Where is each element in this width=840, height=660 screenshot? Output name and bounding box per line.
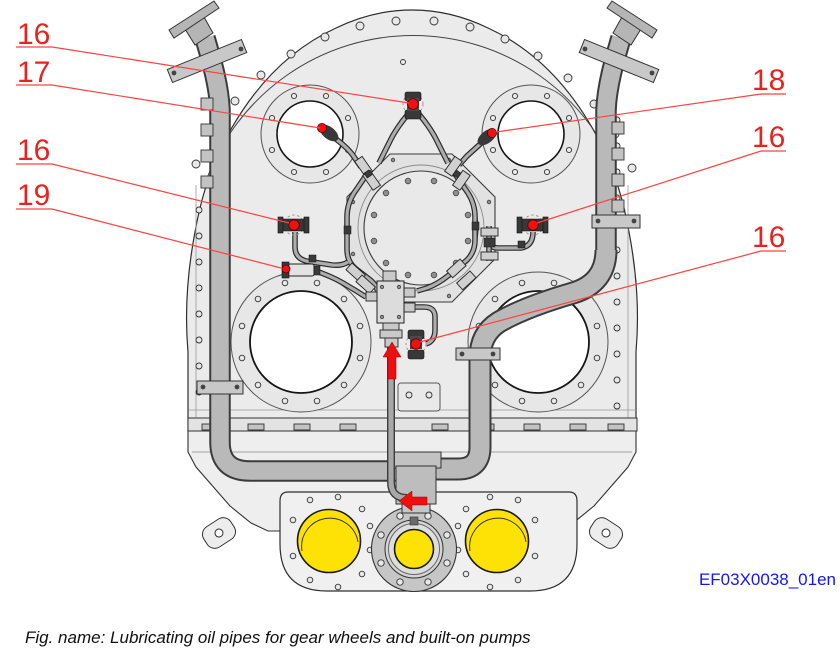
callout-leader-lines [16,46,786,343]
flow-arrow-left [398,490,428,512]
callout-label-19: 19 [17,179,51,212]
upper-opening-left [260,84,360,184]
nozzle-upper-left [316,123,339,142]
callout-label-16-mid-left: 16 [17,134,51,167]
callout-target-dot [410,338,422,350]
callout-label-16-top-left: 16 [17,18,51,51]
callout-label-16-mid-right: 16 [752,121,786,154]
pump-port-center-flange [370,505,458,593]
callout-label-17: 17 [17,56,51,89]
pump-port-left [296,508,362,574]
pump-port-right [464,508,530,574]
callout-target-dot [527,219,539,231]
upper-opening-right [481,84,581,184]
oil-nozzles [277,91,549,360]
nozzle-bottom-center [405,329,427,360]
flow-arrows [382,341,428,512]
pipe-clamp-left [196,380,244,395]
callout-target-dot [288,219,300,231]
nozzle-mid-right [516,214,549,236]
figure-code: EF03X0038_01en [698,570,836,589]
nozzle-upper-right [477,127,497,146]
flow-arrow-up [382,341,402,380]
nozzle-top-center [402,91,424,120]
figure-caption: Fig. name: Lubricating oil pipes for gea… [25,628,531,647]
lower-opening-left [230,271,372,413]
callout-label-16-bottom: 16 [752,221,786,254]
pump-mounting-plate [279,491,578,593]
callout-target-dot [407,98,419,110]
callout-label-18: 18 [752,64,786,97]
top-flange-right [578,0,660,84]
top-flange-left [166,0,248,84]
pipe-clamp-sweep [455,347,501,361]
nozzle-mid-left [277,214,310,236]
callout-target-dot [486,127,497,138]
main-oil-pipes [166,0,660,482]
callout-target-dot [281,264,291,274]
pipe-clamp-right [591,214,641,229]
